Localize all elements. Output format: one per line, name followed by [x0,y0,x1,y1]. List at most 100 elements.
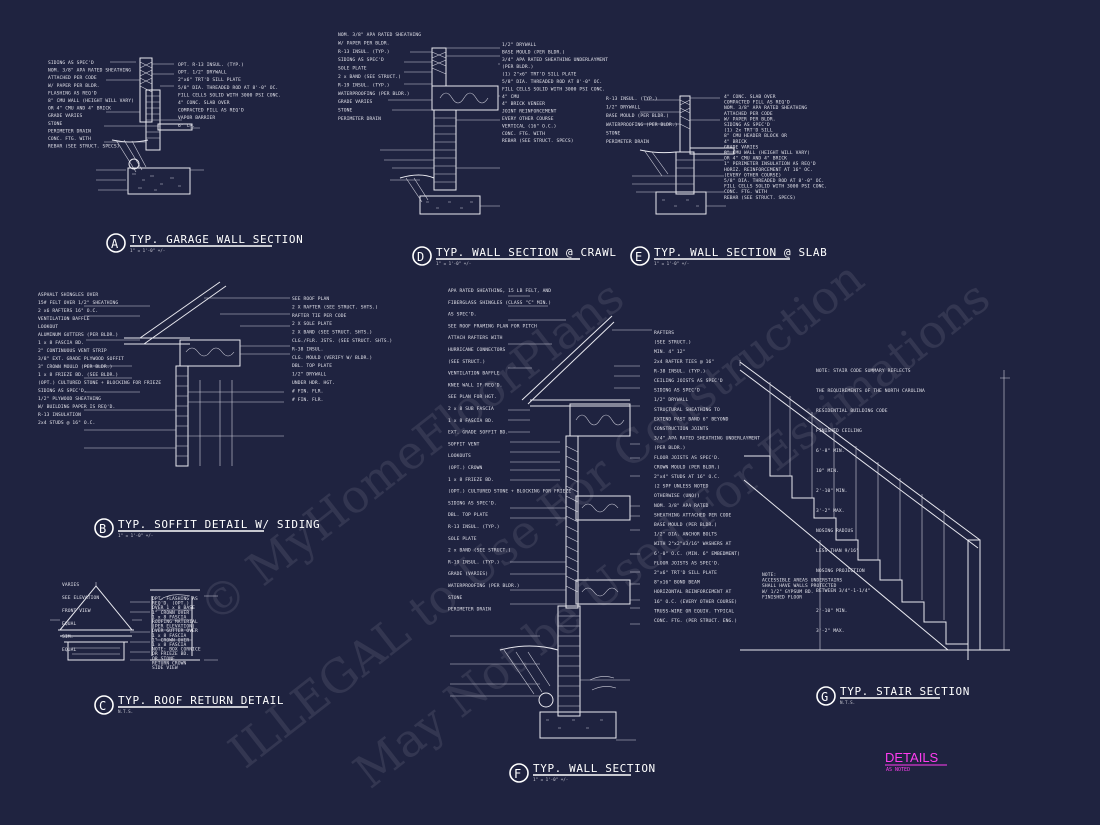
detail-g-notes-right-4: 6'-8" MIN. [816,448,845,454]
detail-a-title: TYP. GARAGE WALL SECTION [130,233,303,246]
detail-g-notes-right-8: NOSING RADIUS [816,528,853,534]
detail-c-notes-right-4: 1 x 8 FASCIA [152,614,187,620]
detail-d-notes-right-5: 5/8" DIA. THREADED ROD AT 8'-0" OC. [502,79,602,85]
detail-e-notes-right-12: 1" PERIMETER INSULATION AS REQ'D [724,161,816,167]
detail-c-notes-right-11: NOTE: BOX CORNICE [152,647,201,653]
detail-f-notes-left-2: AS SPEC'D. [448,312,477,318]
detail-e-notes-right-4: W/ PAPER PER BLDR. [724,116,776,122]
detail-b-notes-right-5: CLG./FLR. JSTS. (SEE STRUCT. SHTS.) [292,338,392,344]
detail-a-notes-left-4: FLASHING AS REQ'D [48,90,97,96]
detail-c-notes-right-5: ROOFING MATERIAL [152,619,198,625]
detail-c-notes-left-0: VARIES [62,582,79,588]
detail-g-notes-right-3: FINISHED CEILING [816,428,862,434]
detail-f-notes-right-24: FLOOR JOISTS AS SPEC'D. [654,560,720,566]
detail-f-notes-left-14: LOOKOUTS [448,453,471,459]
detail-f-notes-right-21: 1/2" DIA. ANCHOR BOLTS [654,532,717,538]
detail-g-notes-right-5: 10" MIN. [816,468,839,474]
detail-e-notes-left-2: BASE MOULD (PER BLDR.) [606,113,669,119]
detail-a-notes-right-1: OPT. 1/2" DRYWALL [178,70,227,76]
detail-f-notes-right-22: WITH 2"x2"x3/16" WASHERS AT [654,541,732,547]
detail-c-notes-right-9: 1" CROWN OVER [152,637,189,643]
detail-b-notes-right-10: UNDER HDR. HGT. [292,380,335,386]
detail-d-notes-right-11: VERTICAL (16" O.C.) [502,123,556,129]
detail-a-notes-left-0: SIDING AS SPEC'D [48,60,94,66]
detail-c-notes-right-6: (PER ELEVATION) [152,624,195,630]
detail-b-notes-right-3: 2 X SOLE PLATE [292,321,332,327]
detail-f-notes-right-28: 16" O.C. (EVERY OTHER COURSE) [654,599,737,605]
detail-f-notes-left-25: WATERPROOFING (PER BLDR.) [448,583,520,589]
detail-b-notes-left-0: ASPHALT SHINGLES OVER [38,292,98,298]
detail-d-notes-left-7: WATERPROOFING (PER BLDR.) [338,91,410,97]
detail-a-notes-right-8: 6" CR. [178,123,195,129]
detail-b-notes-right-12: # FIN. FLR. [292,397,324,403]
detail-d-notes-right-7: 4" CMU [502,94,519,100]
detail-d-scale: 1" = 1'-0" +/- [436,261,471,266]
detail-g-tag: G [821,690,828,704]
detail-d-notes-left-10: PERIMETER DRAIN [338,116,381,122]
detail-f-notes-right-7: 1/2" DRYWALL [654,397,689,403]
detail-g-notes-left-0: NOTE: [762,572,776,578]
detail-f-notes-right-23: 6'-0" O.C. (MIN. 6" EMBEDMENT) [654,551,740,557]
detail-c-label: C TYP. ROOF RETURN DETAIL N.T.S. [94,694,284,715]
detail-c-tag-circle [94,695,114,715]
detail-f-notes-right-14: CROWN MOULD (PER BLDR.) [654,464,720,470]
detail-b-notes-left-11: (OPT.) CULTURED STONE + BLOCKING FOR FRI… [38,380,161,386]
detail-d-notes-right-10: EVERY OTHER COURSE [502,116,554,122]
detail-c-notes-right-3: 1" CROWN OVER [152,610,189,616]
detail-c-tag: C [99,699,106,713]
detail-c-notes-left-5: EQUAL [62,647,76,653]
detail-d-drawing [380,47,500,215]
detail-f-notes-left-15: (OPT.) CROWN [448,465,483,471]
detail-d-notes-left-3: SIDING AS SPEC'D [338,57,384,63]
detail-f-notes-right-5: CEILING JOISTS AS SPEC'D [654,378,723,384]
detail-b-notes-left-2: 2 x6 RAFTERS 16" O.C. [38,308,98,314]
detail-e-notes-left-1: 1/2" DRYWALL [606,105,641,111]
detail-b-notes-left-4: LOOKOUT [38,324,58,330]
detail-c-notes-left-1: SEE ELEVATION [62,595,99,601]
detail-d-notes-left-5: 2 x BAND (SEE STRUCT.) [338,74,401,80]
detail-d-notes-left-9: STONE [338,108,352,114]
detail-f-notes-right-6: SIDING AS SPEC'D [654,388,700,394]
detail-g-scale: N.T.S. [840,700,855,705]
detail-e-notes-right-6: (1) 2x TRT'D SILL [724,128,773,134]
detail-b-notes-right-2: RAFTER TIE PER CODE [292,313,347,319]
detail-f-notes-right-16: (2 SPF UNLESS NOTED [654,484,709,490]
detail-c-title: TYP. ROOF RETURN DETAIL [118,694,284,707]
detail-c-notes-left-2: FRONT VIEW [62,608,91,614]
annotation-notes: SIDING AS SPEC'D NOM. 3/8" APA RATED SHEA… [38,32,925,671]
detail-c-notes-right-1: REQ'D. (OPT.) [152,601,189,607]
detail-f-notes-left-27: PERIMETER DRAIN [448,607,491,613]
detail-a-notes-left-2: ATTACHED PER CODE [48,75,97,81]
detail-b-notes-left-9: 3" CROWN MOULD (PER BLDR.) [38,364,113,370]
detail-c-notes-right-2: OVER 1 x 8 BASE [152,605,195,611]
detail-f-notes-right-9: EXTEND PAST BAND 6" BEYOND [654,416,729,422]
detail-d-notes-right-3: (PER BLDR.) [502,64,534,70]
detail-a-tag: A [111,237,119,251]
detail-d-notes-left-0: NOM. 3/8" APA RATED SHEATHING [338,32,421,38]
detail-f-tag: F [514,767,521,781]
detail-f-notes-left-22: 2 x BAND (SEE STRUCT.) [448,548,511,554]
detail-d-notes-left-6: R-19 INSUL. (TYP.) [338,82,390,88]
detail-a-notes-right-4: FILL CELLS SOLID WITH 3000 PSI CONC. [178,92,281,98]
detail-b-tag-circle [94,518,114,538]
detail-d-notes-right-4: (1) 2"x6" TRT'D SILL PLATE [502,72,577,78]
detail-e-notes-right-2: NOM. 3/8" APA RATED SHEATHING [724,105,807,111]
detail-g-notes-right-1: THE REQUIREMENTS OF THE NORTH CAROLINA [816,388,925,394]
detail-d-notes-right-2: 3/4" APA RATED SHEATHING UNDERLAYMENT [502,57,608,63]
detail-a-notes-right-7: VAPOR BARRIER [178,115,215,121]
detail-f-notes-right-12: (PER BLDR.) [654,445,686,451]
detail-d-notes-right-0: 1/2" DRYWALL [502,42,537,48]
detail-g-notes-left-1: ACCESSIBLE AREAS UNDERSTAIRS [762,578,842,584]
detail-b-notes-left-8: 3/8" EXT. GRADE PLYWOOD SOFFIT [38,356,124,362]
detail-c-notes-right-12: OR FRIEZE BD. [152,651,189,657]
detail-a-notes-right-5: 4" CONC. SLAB OVER [178,100,230,106]
detail-g-notes-right-7: 3'-2" MAX. [816,508,845,514]
detail-g-notes-right-6: 2'-10" MIN. [816,488,848,494]
detail-c-notes-right-14: RETURN CROWN [152,660,187,666]
detail-d-notes-right-12: CONC. FTG. WITH [502,131,545,137]
detail-g-notes-right-11: BETWEEN 3/4"-1-1/4" [816,588,870,594]
detail-b-notes-right-7: CLG. MOULD (VERIFY W/ BLDR.) [292,355,372,361]
detail-a-scale: 1" = 1'-0" +/- [130,248,165,253]
detail-f-notes-right-13: FLOOR JOISTS AS SPEC'D. [654,455,720,461]
detail-f-notes-left-8: KNEE WALL IF REQ'D. [448,382,502,388]
